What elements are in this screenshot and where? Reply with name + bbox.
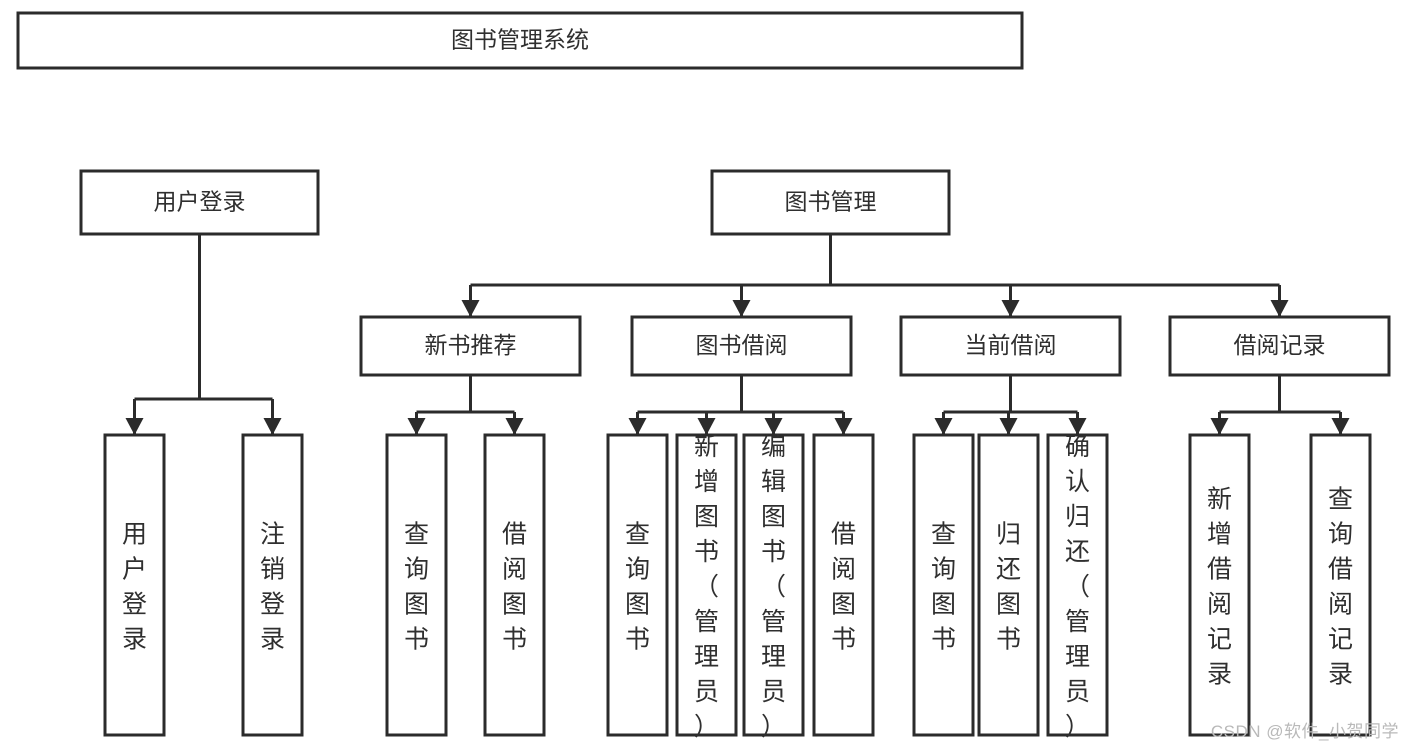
arrow-head-icon [1001,300,1020,317]
arrow-head-icon [505,418,524,435]
node-label-leaf-query-book-recommend: 查询图书 [404,520,429,653]
node-leaf-return-book[interactable]: 归还图书 [977,433,1040,737]
node-box-root [16,11,1024,70]
node-box-leaf-edit-book-admin [742,433,805,737]
node-box-new-book-recommend [359,315,582,377]
node-label-leaf-borrow-book: 借阅图书 [831,520,856,653]
node-current-borrow[interactable]: 当前借阅 [899,315,1122,377]
arrow-head-icon [461,300,480,317]
node-layer: 图书管理系统用户登录图书管理新书推荐图书借阅当前借阅借阅记录用户登录注销登录查询… [16,11,1391,741]
node-label-book-manage: 图书管理 [785,189,877,215]
node-box-leaf-return-book [977,433,1040,737]
node-borrow-record[interactable]: 借阅记录 [1168,315,1391,377]
arrow-head-icon [697,418,716,435]
node-leaf-borrow-book[interactable]: 借阅图书 [812,433,875,737]
node-leaf-add-borrow-record[interactable]: 新增借阅记录 [1188,433,1251,737]
node-label-leaf-add-borrow-record: 新增借阅记录 [1207,485,1232,688]
node-label-current-borrow: 当前借阅 [965,332,1057,358]
arrow-head-icon [407,418,426,435]
node-box-leaf-borrow-book [812,433,875,737]
node-leaf-confirm-return-admin[interactable]: 确认归还（管理员） [1046,433,1109,741]
node-box-leaf-add-book-admin [675,433,738,737]
node-box-leaf-query-borrow-record [1309,433,1372,737]
node-label-user-login: 用户登录 [154,189,246,215]
node-leaf-logout[interactable]: 注销登录 [241,433,304,737]
node-leaf-edit-book-admin[interactable]: 编辑图书（管理员） [742,433,805,741]
arrow-head-icon [125,418,144,435]
node-box-leaf-query-book-borrow [606,433,669,737]
node-leaf-add-book-admin[interactable]: 新增图书（管理员） [675,433,738,741]
arrow-head-icon [628,418,647,435]
node-label-leaf-query-book-current: 查询图书 [931,520,956,653]
node-box-leaf-logout [241,433,304,737]
node-root[interactable]: 图书管理系统 [16,11,1024,70]
arrow-head-icon [764,418,783,435]
node-leaf-user-login[interactable]: 用户登录 [103,433,166,737]
node-box-current-borrow [899,315,1122,377]
arrow-head-icon [1270,300,1289,317]
node-label-leaf-query-book-borrow: 查询图书 [625,520,650,653]
node-label-leaf-edit-book-admin: 编辑图书（管理员） [761,433,786,741]
node-label-leaf-borrow-book-recommend: 借阅图书 [502,520,527,653]
node-box-leaf-borrow-book-recommend [483,433,546,737]
node-label-leaf-user-login: 用户登录 [122,520,147,653]
node-leaf-borrow-book-recommend[interactable]: 借阅图书 [483,433,546,737]
arrow-head-icon [934,418,953,435]
node-label-leaf-logout: 注销登录 [260,520,285,653]
node-user-login[interactable]: 用户登录 [79,169,320,236]
node-box-leaf-query-book-recommend [385,433,448,737]
arrow-head-icon [732,300,751,317]
node-label-leaf-add-book-admin: 新增图书（管理员） [694,433,719,741]
node-box-leaf-query-book-current [912,433,975,737]
node-label-leaf-query-borrow-record: 查询借阅记录 [1328,485,1353,688]
node-label-leaf-confirm-return-admin: 确认归还（管理员） [1065,433,1090,741]
node-box-borrow-record [1168,315,1391,377]
node-label-leaf-return-book: 归还图书 [996,520,1021,653]
node-label-root: 图书管理系统 [451,27,589,53]
node-box-leaf-add-borrow-record [1188,433,1251,737]
arrow-head-icon [1210,418,1229,435]
node-box-leaf-confirm-return-admin [1046,433,1109,737]
arrow-head-icon [999,418,1018,435]
connector-layer [125,234,1350,435]
arrow-head-icon [263,418,282,435]
node-box-user-login [79,169,320,236]
node-book-borrow[interactable]: 图书借阅 [630,315,853,377]
arrow-head-icon [1331,418,1350,435]
node-new-book-recommend[interactable]: 新书推荐 [359,315,582,377]
node-label-new-book-recommend: 新书推荐 [425,332,517,358]
node-box-book-manage [710,169,951,236]
arrow-head-icon [1068,418,1087,435]
node-box-book-borrow [630,315,853,377]
node-label-book-borrow: 图书借阅 [696,332,788,358]
node-box-leaf-user-login [103,433,166,737]
node-leaf-query-book-borrow[interactable]: 查询图书 [606,433,669,737]
node-leaf-query-borrow-record[interactable]: 查询借阅记录 [1309,433,1372,737]
arrow-head-icon [834,418,853,435]
node-label-borrow-record: 借阅记录 [1234,332,1326,358]
node-leaf-query-book-recommend[interactable]: 查询图书 [385,433,448,737]
node-leaf-query-book-current[interactable]: 查询图书 [912,433,975,737]
node-book-manage[interactable]: 图书管理 [710,169,951,236]
